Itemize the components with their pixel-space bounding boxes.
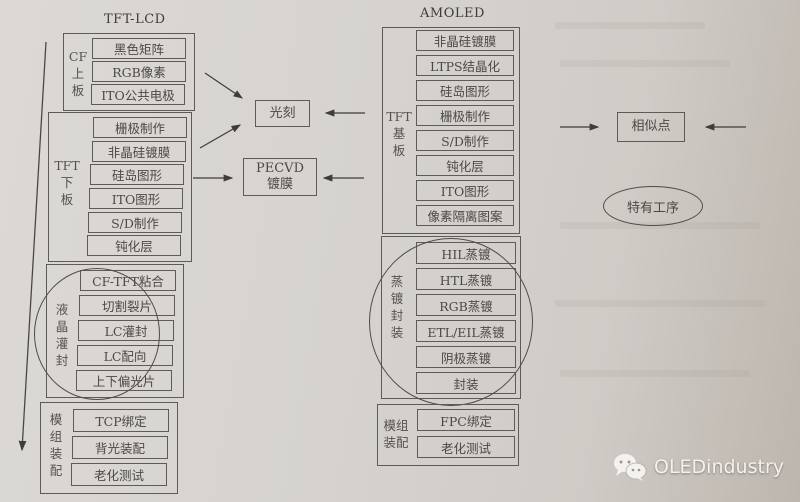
group-label: CF 上 板	[68, 49, 88, 98]
amoled-tft-group: TFT 基 板 非晶硅镀膜 LTPS结晶化 硅岛图形 栅极制作 S/D制作 钝化…	[382, 27, 520, 234]
process-step: 背光装配	[72, 436, 168, 459]
page-bleed	[560, 370, 750, 377]
page-bleed	[555, 300, 765, 307]
process-step: 硅岛图形	[416, 80, 514, 101]
process-step: 栅极制作	[93, 117, 187, 138]
amoled-module-group: 模组 装配 FPC绑定 老化测试	[377, 404, 519, 466]
unique-process-ellipse	[34, 268, 160, 400]
process-step: 黑色矩阵	[92, 38, 186, 59]
legend-similar-box: 相似点	[617, 112, 685, 142]
process-step: 非晶硅镀膜	[92, 141, 186, 162]
process-step: ITO图形	[89, 188, 183, 209]
page-bleed	[555, 22, 705, 29]
amoled-title: AMOLED	[420, 6, 485, 21]
pecvd-label: PECVD	[256, 161, 304, 176]
tft-lcd-module-group: 模 组 装 配 TCP绑定 背光装配 老化测试	[40, 402, 178, 494]
tft-lcd-title: TFT-LCD	[104, 12, 166, 27]
group-label: TFT 下 板	[54, 158, 80, 207]
process-step: S/D制作	[416, 130, 514, 151]
process-step: LTPS结晶化	[416, 55, 514, 76]
watermark: OLEDindustry	[612, 452, 784, 482]
unique-process-ellipse	[369, 238, 533, 406]
pecvd-box: PECVD 镀膜	[243, 158, 317, 196]
group-label: 模 组 装 配	[49, 412, 63, 478]
tft-lcd-cf-group: CF 上 板 黑色矩阵 RGB像素 ITO公共电极	[63, 33, 195, 111]
process-step: RGB像素	[92, 61, 186, 82]
pecvd-sublabel: 镀膜	[266, 177, 293, 192]
page-bleed	[560, 60, 730, 67]
process-step: 钝化层	[416, 155, 514, 176]
wechat-icon	[614, 454, 647, 481]
process-step: 老化测试	[417, 436, 515, 458]
process-step: 栅极制作	[416, 105, 514, 126]
photolithography-box: 光刻	[255, 100, 310, 127]
watermark-text: OLEDindustry	[654, 456, 785, 478]
process-step: ITO图形	[416, 180, 514, 201]
process-step: S/D制作	[88, 212, 182, 233]
process-step: 像素隔离图案	[416, 205, 514, 226]
process-step: ITO公共电极	[91, 84, 185, 105]
tft-lcd-tft-group: TFT 下 板 栅极制作 非晶硅镀膜 硅岛图形 ITO图形 S/D制作 钝化层	[48, 112, 192, 262]
process-step: TCP绑定	[73, 409, 169, 432]
legend-unique-label: 特有工序	[626, 200, 679, 216]
process-step: 老化测试	[71, 463, 167, 486]
process-step: 非晶硅镀膜	[416, 30, 514, 51]
process-step: 硅岛图形	[90, 164, 184, 185]
process-step: 钝化层	[87, 235, 181, 256]
process-step: FPC绑定	[417, 409, 515, 431]
group-label: 模组 装配	[383, 418, 409, 450]
group-label: TFT 基 板	[386, 109, 412, 158]
legend-unique-ellipse: 特有工序	[603, 186, 703, 226]
